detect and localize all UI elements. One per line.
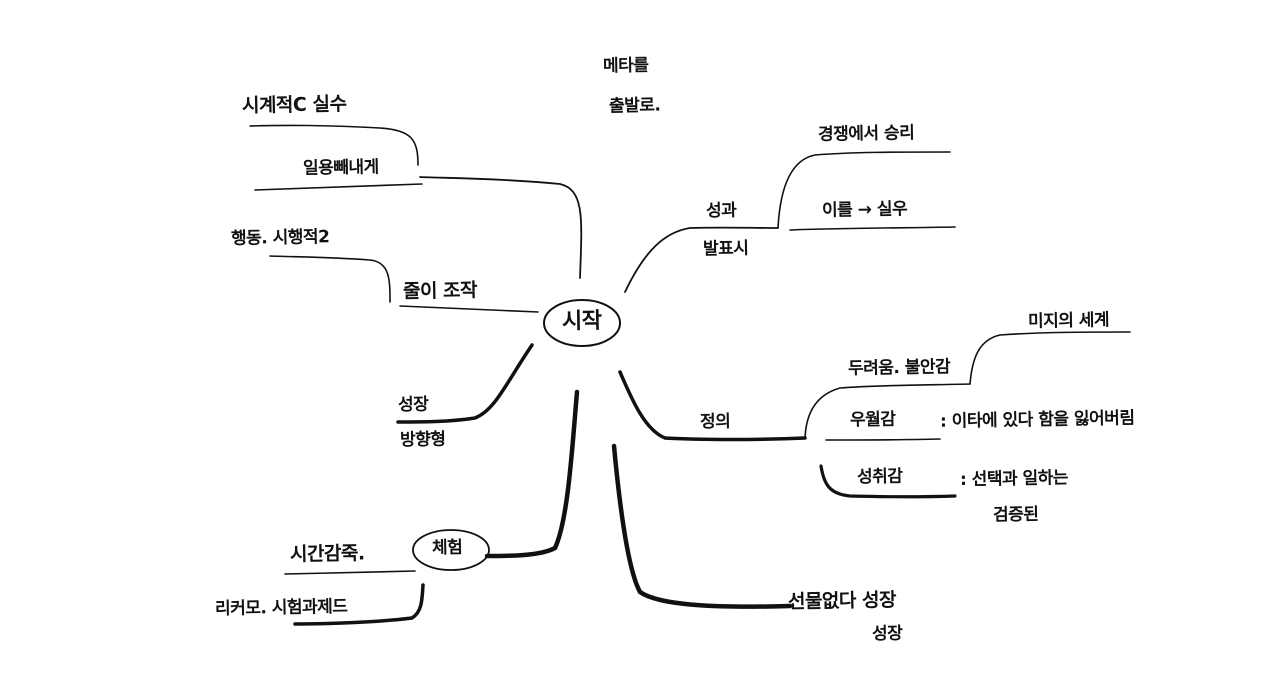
left-3b-label: 방향형 [399,429,446,451]
left-1b-label: 일용빼내게 [302,157,379,179]
bottom-left-a-label: 시간감죽. [289,542,365,566]
branch-right-mid-fork2 [825,438,941,441]
bottom-right-b-label: 성장 [871,623,903,645]
branch-left-3 [396,343,534,424]
right-mid-child2-note: : 이타에 있다 함을 잃어버림 [939,408,1135,432]
branch-right-mid-fork3 [819,464,957,499]
top-note-line1: 메타를 [602,55,649,77]
bottom-left-b-label: 리커모. 시험과제드 [214,596,348,620]
right-mid-child1-label: 두려움. 불안감 [847,357,951,379]
center-node-label: 시작 [561,308,602,335]
branch-bottom-left [484,389,580,559]
left-2a-label: 행동. 시행적2 [230,227,330,249]
right-mid-child3-label: 성취감 [856,466,903,488]
right-mid-child1-sub-label: 미지의 세계 [1027,310,1110,332]
right-mid-child2-label: 우월감 [849,409,896,431]
right-top-a-label: 성과 [705,200,737,222]
branch-bottom-right [611,443,793,609]
left-1a-label: 시계적C 실수 [241,93,347,117]
branch-right-mid [618,370,807,442]
right-mid-label: 정의 [699,411,731,433]
branch-right-mid-fork1-to-sub [969,331,1131,385]
right-top-child1-label: 경쟁에서 승리 [817,123,915,145]
branch-right-top-fork [777,151,951,229]
branch-bottom-left-under-a [284,570,416,575]
right-top-child2-label: 이를 → 실우 [821,199,908,221]
branch-right-mid-fork [804,383,971,439]
branch-right-top-fork2 [789,226,956,231]
bottom-right-a-label: 선물없다 성장 [787,589,897,613]
top-note-line2: 출발로. [608,95,661,117]
right-top-b-label: 발표시 [702,238,749,260]
branch-left-1-to-a [249,124,419,166]
left-3a-label: 성장 [397,394,429,416]
branch-left-1 [419,176,583,279]
right-mid-child3-note2: 검증된 [992,504,1039,526]
right-mid-child3-note: : 선택과 일하는 [959,468,1069,490]
branch-left-1-under-b [254,183,423,191]
branch-right-top [624,226,779,293]
center-circle [543,299,621,347]
bottom-left-circle-label: 체험 [431,537,463,559]
branch-left-2-to-a [269,255,391,303]
left-2b-label: 줄이 조작 [402,279,478,303]
branch-left-2 [399,305,539,313]
branch-bottom-left-to-b [293,583,425,626]
bottom-left-circle [412,529,490,571]
